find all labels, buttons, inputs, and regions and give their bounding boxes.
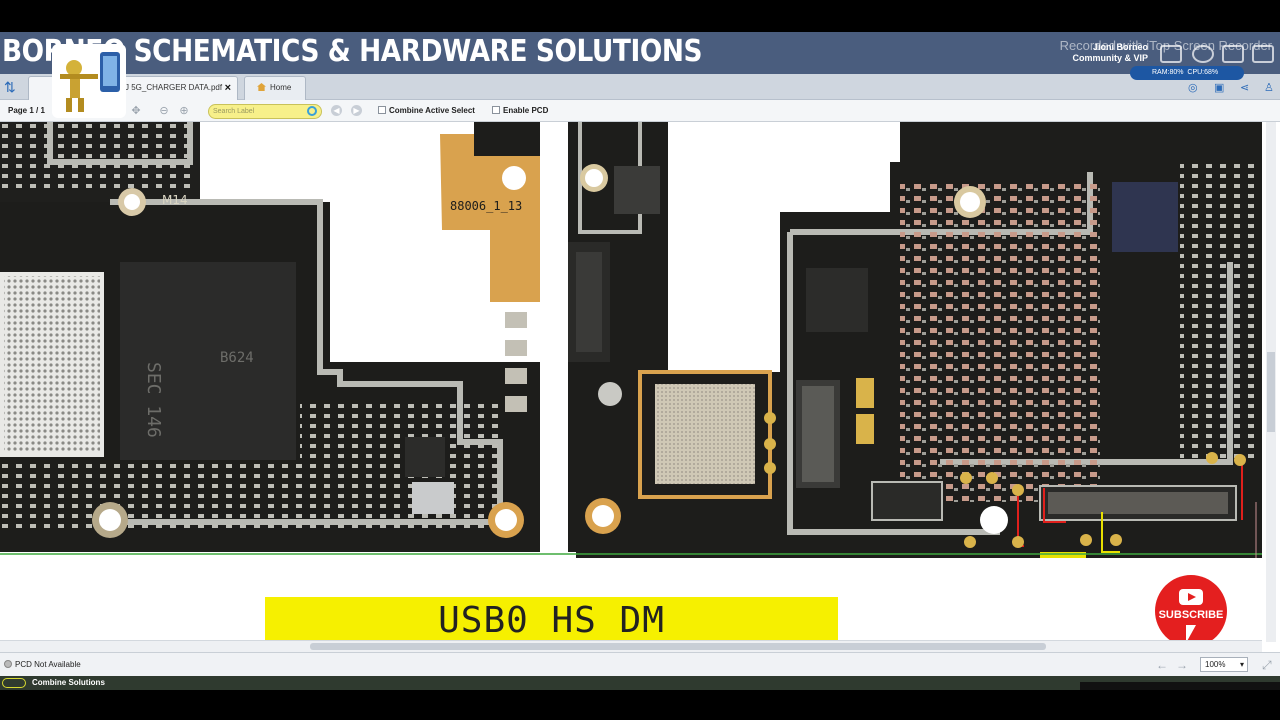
viewer-toolbar: Page 1 / 1 ✥ ⊖ ⊕ Search Label ◀ ▶ Combin…: [0, 100, 1280, 122]
channel-logo: [52, 44, 126, 118]
combine-solutions-toggle[interactable]: [2, 678, 26, 688]
user-name: Jioni Borneo: [1092, 42, 1148, 52]
pcd-status-label: PCD Not Available: [15, 660, 81, 669]
home-icon: [257, 83, 266, 91]
svg-text:SEC 146: SEC 146: [143, 362, 164, 438]
user-tier: Community & VIP: [1072, 53, 1148, 63]
checkbox-box[interactable]: [492, 106, 500, 114]
close-icon[interactable]: ×: [224, 82, 231, 94]
pcd-icon[interactable]: ▣: [1214, 82, 1225, 94]
tab-bar: ⇅ J 5G_CHARGER DATA.pdf × Home RAM:80% C…: [0, 66, 1280, 100]
combine-solutions-label: Combine Solutions: [32, 678, 105, 687]
previous-result-icon[interactable]: ◀: [331, 105, 342, 116]
page-indicator: Page 1 / 1: [8, 106, 45, 115]
status-dot-icon: [4, 660, 12, 668]
tab-home-label: Home: [270, 83, 292, 92]
horizontal-scrollbar[interactable]: [0, 640, 1262, 652]
schematic-viewer[interactable]: SEC 146 B624 M14 88006_1_13: [0, 122, 1280, 652]
expand-icon[interactable]: ⤢: [1262, 658, 1272, 672]
vertical-scrollbar[interactable]: [1266, 122, 1276, 642]
enable-pcd-label: Enable PCD: [503, 106, 549, 115]
globe-icon[interactable]: ◎: [1188, 82, 1198, 94]
settings-sliders-icon[interactable]: ⇅: [4, 79, 16, 95]
pcb-board-image[interactable]: SEC 146 B624 M14 88006_1_13: [0, 122, 1262, 558]
share-icon[interactable]: ⋖: [1240, 82, 1250, 94]
enable-pcd-checkbox[interactable]: Enable PCD: [492, 106, 548, 115]
svg-text:B624: B624: [220, 350, 254, 366]
pcd-status: PCD Not Available: [4, 660, 81, 669]
board-label: 88006_1_13: [450, 199, 522, 213]
signal-caption: USB0 HS DM: [265, 597, 838, 641]
app-banner: BORNEO SCHEMATICS & HARDWARE SOLUTIONS J…: [0, 32, 1280, 74]
cpu-usage: CPU:68%: [1187, 69, 1219, 76]
board-label: M14: [162, 193, 188, 207]
tab-home[interactable]: Home: [244, 76, 306, 100]
scrollbar-thumb[interactable]: [310, 643, 1046, 650]
facebook-icon[interactable]: [1252, 45, 1274, 63]
ram-usage: RAM:80%: [1152, 69, 1184, 76]
next-result-icon[interactable]: ▶: [351, 105, 362, 116]
system-monitor: RAM:80% CPU:68%: [1130, 66, 1244, 80]
user-icon[interactable]: ♙: [1264, 82, 1274, 94]
tab-pdf-label: J 5G_CHARGER DATA.pdf: [125, 83, 223, 92]
search-input[interactable]: Search Label: [208, 104, 322, 119]
status-bar: PCD Not Available ← → 100% ▾ ⤢: [0, 652, 1280, 676]
scrollbar-thumb[interactable]: [1267, 352, 1275, 432]
search-placeholder: Search Label: [213, 108, 255, 115]
user-info[interactable]: Jioni Borneo Community & VIP: [1072, 42, 1148, 64]
bottom-bar: Combine Solutions: [0, 676, 1280, 690]
back-arrow-icon[interactable]: ←: [1156, 658, 1168, 672]
zoom-out-icon[interactable]: ⊖: [159, 105, 169, 117]
youtube-icon[interactable]: [1160, 45, 1182, 63]
bottom-bar-strip: [1080, 682, 1280, 690]
checkbox-box[interactable]: [378, 106, 386, 114]
cursor-icon: [1186, 625, 1196, 643]
subscribe-label: SUBSCRIBE: [1158, 609, 1224, 621]
zoom-select[interactable]: 100% ▾: [1200, 657, 1248, 672]
combine-active-select-label: Combine Active Select: [389, 106, 475, 115]
zoom-value: 100%: [1205, 660, 1226, 669]
browser-icon[interactable]: [1192, 45, 1214, 63]
youtube-play-icon: [1179, 589, 1203, 605]
combine-active-select-checkbox[interactable]: Combine Active Select: [378, 106, 475, 115]
telegram-icon[interactable]: [1222, 45, 1244, 63]
zoom-in-icon[interactable]: ⊕: [179, 105, 189, 117]
chevron-down-icon: ▾: [1239, 660, 1244, 669]
key-mascot-icon: [60, 52, 120, 112]
forward-arrow-icon[interactable]: →: [1176, 658, 1188, 672]
pan-icon[interactable]: ✥: [131, 105, 141, 117]
search-icon[interactable]: [307, 106, 317, 116]
